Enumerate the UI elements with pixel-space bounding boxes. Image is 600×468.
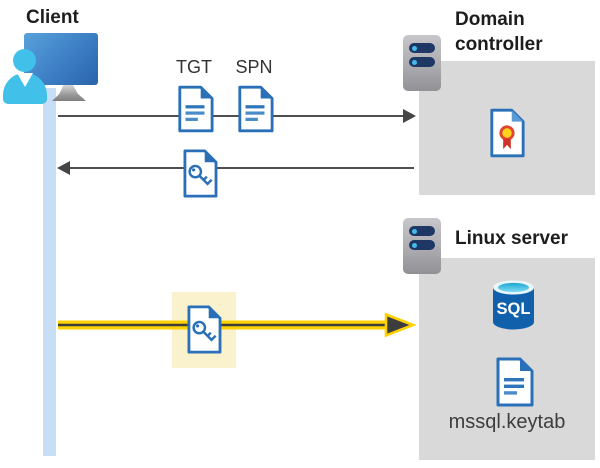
response-arrow-head-icon: [57, 161, 70, 175]
key-ticket-icon: [183, 149, 218, 198]
response-arrow-line: [68, 167, 414, 170]
server-led-icon: [412, 45, 417, 51]
server-bay-icon: [409, 240, 435, 250]
sql-label: SQL: [497, 300, 531, 318]
tgt-document-icon: [178, 85, 214, 133]
keytab-file-icon: [496, 357, 534, 407]
request-arrow-head-icon: [403, 109, 416, 123]
spn-document-icon: [238, 85, 274, 133]
client-label: Client: [26, 7, 79, 28]
domain-controller-server-icon: [403, 35, 441, 91]
server-bay-icon: [409, 43, 435, 53]
server-led-icon: [412, 59, 417, 65]
client-workstation-icon: [0, 30, 110, 110]
server-led-icon: [412, 228, 417, 234]
linux-server-icon: [403, 218, 441, 274]
client-timeline-bar: [43, 88, 56, 456]
keytab-ticket-icon: [187, 305, 222, 354]
linux-server-label: Linux server: [455, 228, 568, 249]
server-led-icon: [412, 242, 417, 248]
server-bay-icon: [409, 57, 435, 67]
kerberos-ticket-arrow-icon: [58, 312, 416, 338]
monitor-stand-icon: [52, 85, 86, 101]
tgt-label: TGT: [176, 57, 212, 77]
person-icon: [13, 49, 36, 72]
sql-database-icon: SQL: [493, 280, 534, 330]
request-arrow-line: [58, 115, 405, 118]
server-bay-icon: [409, 226, 435, 236]
domain-controller-label: Domain controller: [455, 9, 543, 55]
certificate-icon: [490, 108, 525, 158]
spn-label: SPN: [235, 57, 273, 77]
keytab-file-label: mssql.keytab: [448, 411, 566, 433]
